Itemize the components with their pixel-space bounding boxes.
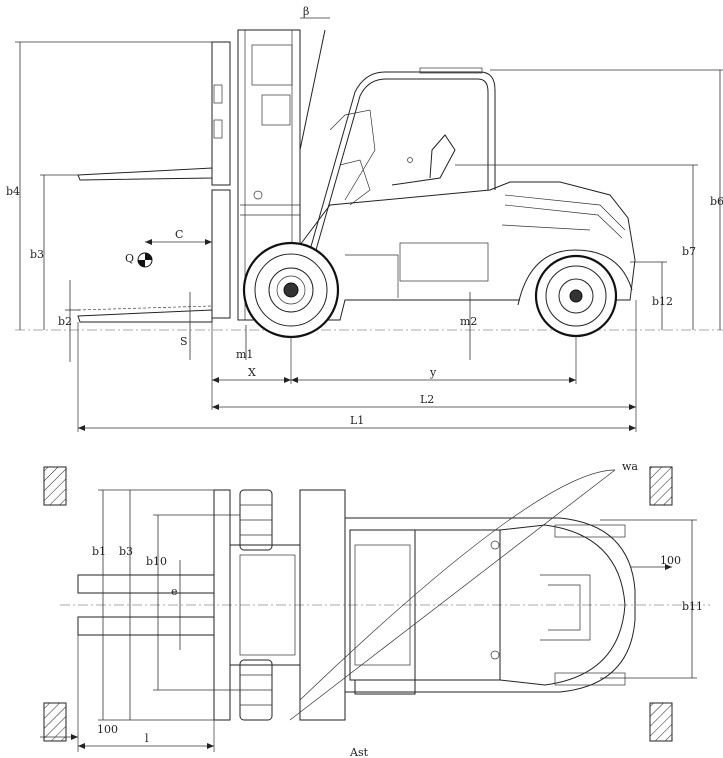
aisle-block-bottom-right [649, 702, 673, 742]
aisle-block-top-left [43, 466, 67, 506]
clearance-left-label: 100 [97, 723, 118, 736]
x-label: X [248, 366, 256, 379]
b6-label: b6 [710, 195, 723, 208]
b3-top-label: b3 [119, 545, 133, 558]
overhead-guard [309, 67, 496, 251]
fork-length-label: l [145, 732, 149, 745]
b3-side-label: b3 [30, 248, 44, 261]
fork-width-label: e [171, 585, 178, 598]
truck-body [299, 181, 636, 321]
wheelbase-label: y [429, 366, 437, 379]
b4-label: b4 [6, 185, 20, 198]
clearance-right-label: 100 [660, 554, 681, 567]
b2-label: b2 [58, 315, 72, 328]
m2-label: m2 [460, 315, 477, 328]
tilt-angle-label: β [303, 5, 309, 18]
b1-label: b1 [92, 545, 106, 558]
b12-label: b12 [652, 295, 673, 308]
turning-radius [289, 469, 616, 721]
load-label: Q [125, 252, 134, 265]
load-center-distance-label: C [175, 228, 183, 241]
front-wheel [242, 241, 340, 339]
rear-wheel [534, 254, 618, 338]
aisle-width-label: Ast [349, 746, 369, 758]
fork-thickness-label: S [180, 335, 188, 348]
body-top [344, 517, 636, 695]
l2-label: L2 [420, 393, 434, 406]
b7-label: b7 [682, 245, 696, 258]
side-view: C Q b4 b3 b2 S m1 m2 b6 b7 b12 β X [6, 5, 723, 432]
turning-radius-label: wa [622, 460, 638, 473]
b10-label: b10 [146, 555, 167, 568]
aisle-block-top-right [649, 466, 673, 506]
fork [77, 41, 231, 323]
l1-label: L1 [350, 414, 364, 427]
load-center-symbol [137, 239, 212, 268]
aisle-block-bottom-left [43, 702, 67, 742]
m1-label: m1 [236, 348, 253, 361]
b11-label: b11 [682, 600, 703, 613]
top-view: wa b1 b3 b10 e b11 100 100 l Ast [40, 460, 710, 758]
